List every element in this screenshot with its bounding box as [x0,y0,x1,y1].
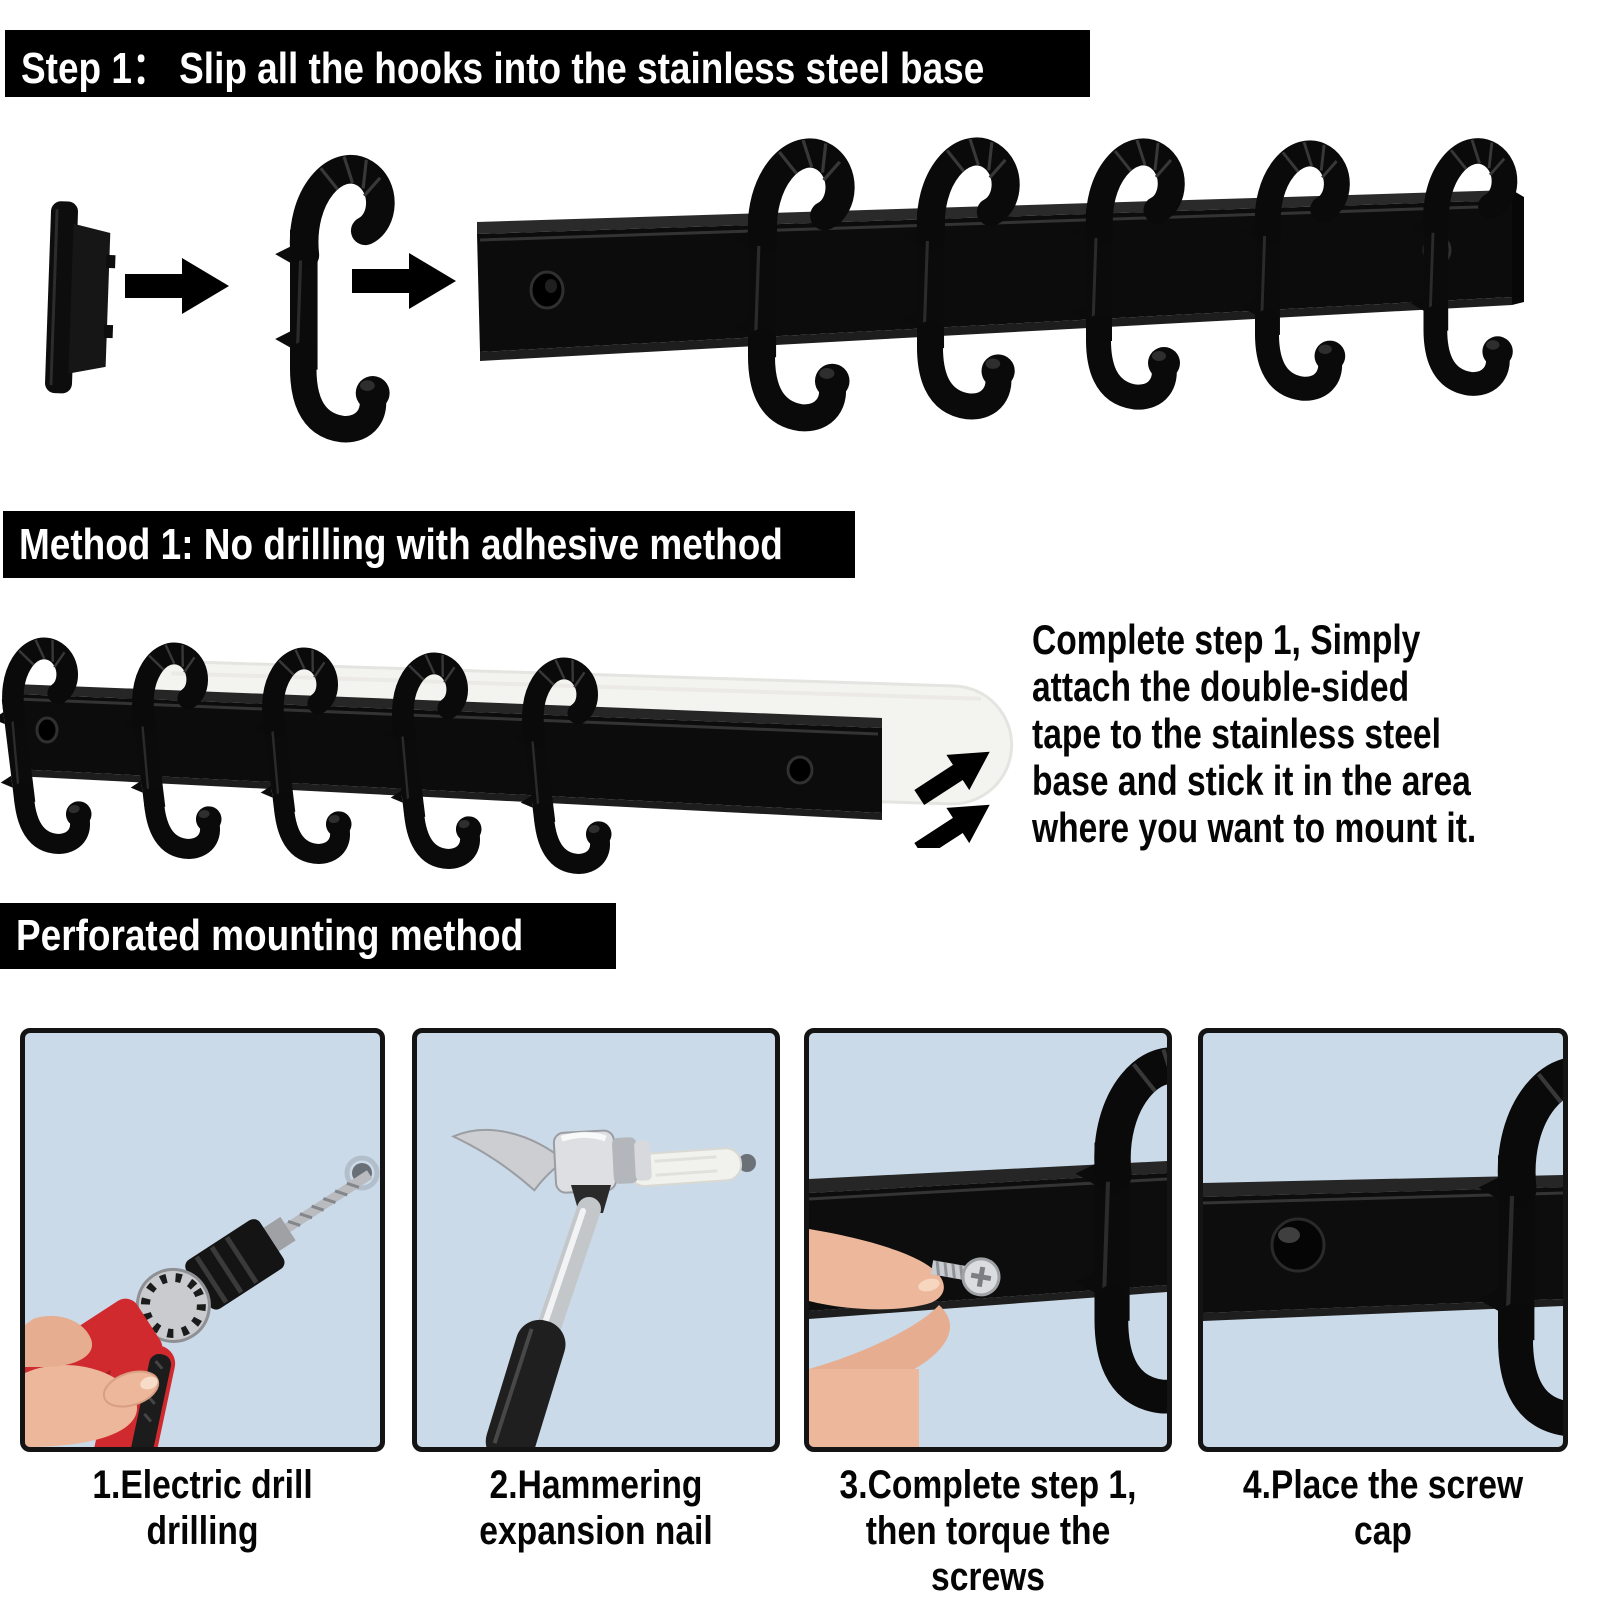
caption-step-1: 1.Electric drill drilling [20,1462,385,1554]
caption-line: 1.Electric drill [92,1463,313,1507]
hammer-image [450,1129,756,1447]
caption-line: 4.Place the screw [1242,1463,1524,1507]
step1-banner: Step 1： Slip all the hooks into the stai… [5,30,1090,97]
caption-line: 3.Complete step 1, [839,1463,1137,1507]
hook-rack-image [477,120,1550,460]
method1-note: Complete step 1, Simply attach the doubl… [1032,616,1587,851]
panel-screw-cap [1198,1028,1568,1452]
arrow-right-icon [125,258,229,314]
screw-cap-image [1203,1033,1563,1447]
arrow-up-right-icon [914,751,990,848]
caption-step-3: 3.Complete step 1, then torque the screw… [804,1462,1172,1600]
caption-line: cap [1354,1509,1412,1553]
end-cap-image [45,201,116,394]
drill-image [25,1155,380,1447]
panel-hammer [412,1028,780,1452]
method1-banner: Method 1: No drilling with adhesive meth… [3,511,855,578]
note-line: attach the double-sided [1032,663,1410,710]
caption-step-4: 4.Place the screw cap [1198,1462,1568,1554]
caption-line: then torque the [865,1509,1111,1553]
panel-torque-screws [804,1028,1172,1452]
step1-banner-label: Step 1： Slip all the hooks into the stai… [21,43,985,93]
caption-step-2: 2.Hammering expansion nail [412,1462,780,1554]
caption-line: expansion nail [479,1509,713,1553]
perforated-banner: Perforated mounting method [0,903,616,969]
screw-hand-image [809,1033,1167,1447]
arrow-right-icon [352,253,456,309]
perforated-banner-label: Perforated mounting method [16,911,524,960]
note-line: Complete step 1, Simply [1032,616,1421,663]
method1-banner-label: Method 1: No drilling with adhesive meth… [19,519,783,569]
caption-line: drilling [146,1509,259,1553]
note-line: where you want to mount it. [1032,804,1477,851]
note-line: tape to the stainless steel [1032,710,1441,757]
panel-electric-drill [20,1028,385,1452]
hook-rack-adhesive-image [0,598,1014,890]
caption-line: 2.Hammering [489,1463,703,1507]
caption-line: screws [931,1555,1045,1599]
note-line: base and stick it in the area [1032,757,1471,804]
